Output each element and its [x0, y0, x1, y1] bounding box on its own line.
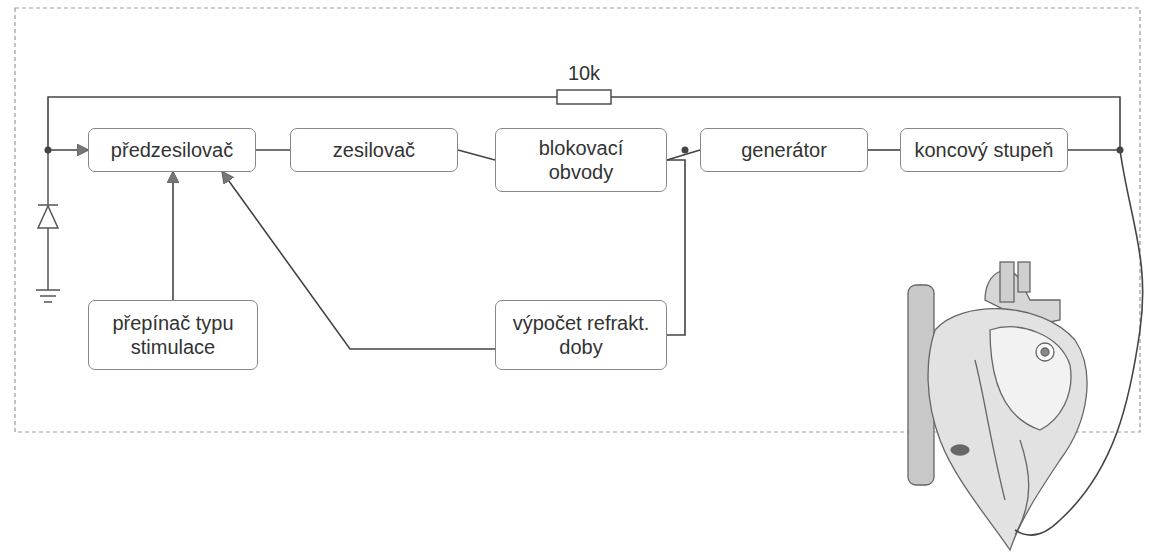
diode-symbol	[38, 150, 58, 290]
process-box: předzesilovač	[88, 128, 256, 172]
box-label: zesilovač	[333, 138, 415, 162]
box-label: generátor	[741, 138, 827, 162]
signal-wire	[172, 172, 174, 300]
signal-wire	[868, 149, 900, 151]
signal-wire	[458, 150, 495, 160]
box-label: přepínač typu stimulace	[99, 311, 247, 359]
ground-symbol	[36, 290, 60, 302]
box-label: koncový stupeň	[915, 138, 1054, 162]
pacing-lead	[1015, 150, 1143, 535]
process-box: zesilovač	[290, 128, 458, 172]
process-box: výpočet refrakt. doby	[495, 300, 667, 370]
box-label: blokovací obvody	[506, 136, 656, 184]
box-label: výpočet refrakt. doby	[506, 311, 656, 359]
signal-wire	[256, 149, 290, 151]
signal-wire	[222, 172, 495, 349]
resistor-value: 10k	[565, 62, 603, 85]
resistor-symbol	[557, 90, 611, 104]
signal-wire	[667, 160, 685, 335]
heart-illustration	[908, 262, 1087, 550]
process-box: blokovací obvody	[495, 128, 667, 192]
box-label: předzesilovač	[111, 138, 233, 162]
junction-dot	[682, 147, 689, 154]
process-box: generátor	[700, 128, 868, 172]
process-box: koncový stupeň	[900, 128, 1068, 172]
switch-box: přepínač typu stimulace	[88, 300, 258, 370]
signal-wire	[667, 150, 700, 160]
